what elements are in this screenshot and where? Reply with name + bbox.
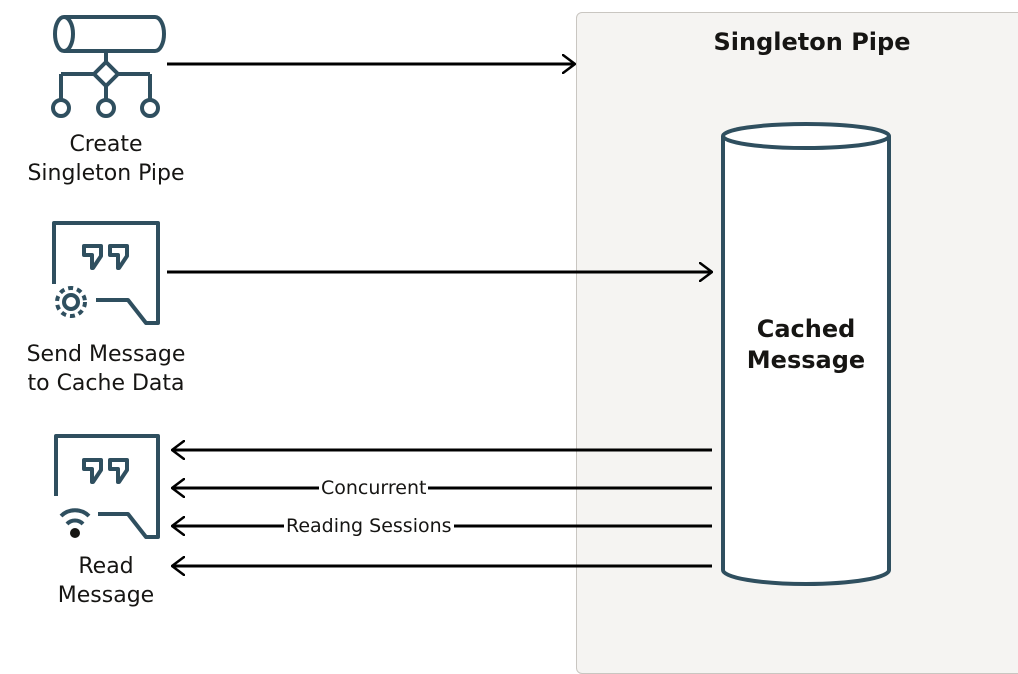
cached-message-cylinder	[721, 122, 891, 586]
create-pipe-label: Create Singleton Pipe	[0, 130, 212, 188]
read-message-label: Read Message	[0, 552, 212, 610]
cached-message-label: Cached Message	[724, 314, 888, 376]
send-message-line2: to Cache Data	[27, 371, 185, 396]
concurrent-label: Concurrent	[319, 476, 429, 500]
send-message-label: Send Message to Cache Data	[0, 340, 212, 398]
pipe-hierarchy-icon	[51, 15, 166, 118]
message-gear-icon	[52, 221, 160, 325]
message-wifi-icon	[54, 434, 160, 539]
reading-sessions-label: Reading Sessions	[284, 514, 454, 538]
cached-message-line2: Message	[746, 346, 866, 374]
pipe-title: Singleton Pipe	[713, 28, 911, 56]
cached-message-line1: Cached	[756, 315, 856, 343]
create-pipe-line1: Create	[69, 132, 143, 157]
read-message-line1: Read	[78, 554, 134, 579]
create-pipe-line2: Singleton Pipe	[27, 161, 185, 186]
read-message-line2: Message	[57, 583, 155, 608]
send-message-line1: Send Message	[26, 342, 186, 367]
diagram-canvas	[51, 15, 891, 586]
